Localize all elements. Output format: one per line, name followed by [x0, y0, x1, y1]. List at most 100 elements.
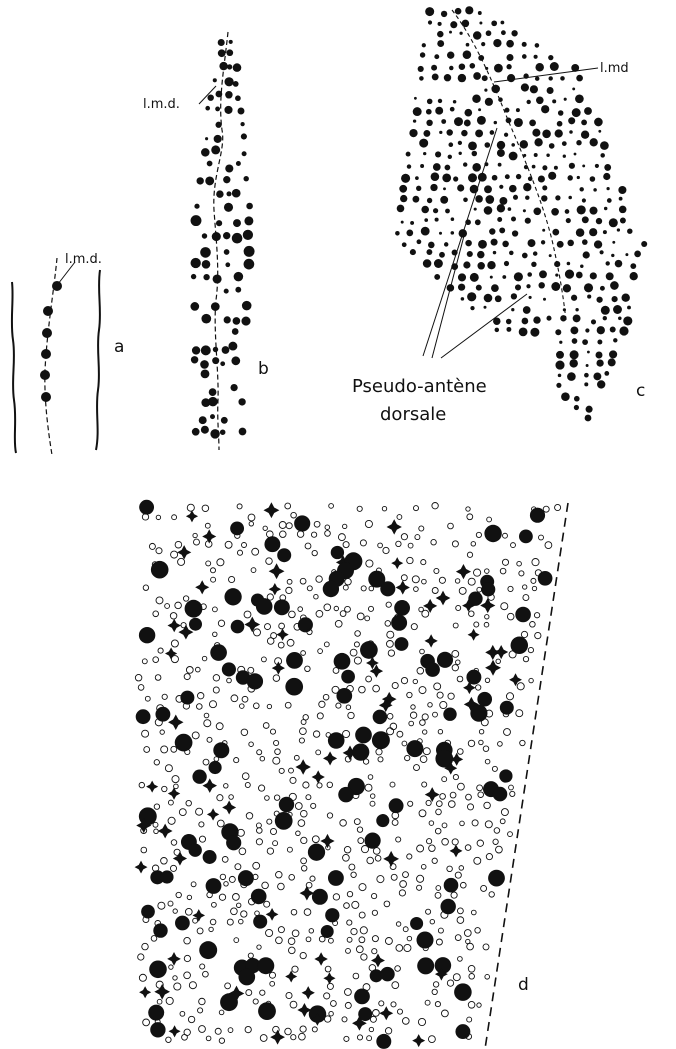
granule-dot — [215, 122, 221, 128]
small-open-pore — [205, 523, 210, 528]
granule-dot — [451, 231, 455, 235]
small-open-pore — [498, 742, 503, 747]
granule-dot — [509, 152, 518, 161]
small-open-pore — [531, 578, 536, 583]
large-granule — [328, 732, 345, 749]
small-open-pore — [419, 687, 426, 694]
small-open-pore — [212, 902, 217, 907]
granule-dot — [581, 131, 589, 139]
granule-dot — [200, 360, 209, 369]
small-open-pore — [334, 606, 338, 610]
granule-dot — [426, 120, 432, 126]
granule-dot — [484, 306, 487, 309]
small-open-pore — [193, 918, 198, 923]
small-open-pore — [273, 740, 278, 745]
granule-dot — [502, 241, 509, 248]
granule-dot — [539, 270, 547, 278]
granule-dot — [569, 130, 573, 134]
granule-dot — [238, 398, 245, 405]
granule-dot — [232, 328, 239, 335]
small-open-pore — [262, 882, 269, 889]
granule-dot — [604, 371, 609, 376]
granule-dot — [561, 392, 570, 401]
granule-dot — [427, 99, 433, 105]
granule-dot — [463, 50, 472, 59]
granule-dot — [211, 145, 220, 154]
small-open-pore — [354, 642, 359, 647]
granule-dot — [596, 352, 603, 359]
granule-dot — [190, 302, 199, 311]
small-open-pore — [486, 853, 492, 859]
small-open-pore — [253, 703, 259, 709]
large-granule — [149, 961, 167, 979]
granule-dot — [579, 187, 583, 191]
large-granule — [294, 515, 310, 531]
small-open-pore — [379, 1001, 384, 1006]
granule-dot — [499, 185, 503, 189]
granule-dot — [516, 108, 520, 112]
granule-dot — [484, 294, 493, 303]
granule-dot — [244, 259, 255, 270]
small-open-pore — [471, 542, 476, 547]
small-open-pore — [483, 746, 489, 752]
small-open-pore — [468, 965, 475, 972]
granule-dot — [582, 216, 589, 223]
granule-dot — [550, 62, 559, 71]
granule-dot — [619, 197, 623, 201]
granule-dot — [618, 317, 622, 321]
granule-dot — [593, 372, 601, 380]
small-open-pore — [327, 813, 332, 818]
small-open-pore — [200, 964, 205, 969]
granule-dot — [610, 281, 619, 290]
granule-dot — [426, 109, 432, 115]
granule-dot — [542, 165, 547, 170]
small-open-pore — [301, 651, 306, 656]
granule-dot — [603, 230, 607, 234]
granule-dot — [535, 63, 543, 71]
granule-dot — [485, 142, 491, 148]
small-open-pore — [500, 568, 506, 574]
small-open-pore — [219, 894, 225, 900]
small-open-pore — [455, 872, 461, 878]
small-open-pore — [555, 504, 561, 510]
small-open-pore — [457, 749, 463, 755]
granule-dot — [506, 40, 514, 48]
panel-a: l.m.d. a — [12, 252, 125, 455]
small-open-pore — [342, 1017, 347, 1022]
granule-dot — [435, 151, 441, 157]
small-open-pore — [467, 514, 473, 520]
small-open-pore — [187, 895, 191, 899]
granule-dot — [621, 293, 629, 301]
granule-dot — [641, 241, 647, 247]
small-open-pore — [299, 1033, 306, 1040]
granule-dot — [485, 195, 494, 204]
granule-dot — [506, 54, 513, 61]
star-shaped-granule — [276, 628, 288, 640]
small-open-pore — [244, 611, 251, 618]
granule-dot — [464, 109, 472, 117]
granule-dot — [567, 240, 574, 247]
granule-dot — [535, 76, 539, 80]
large-granule — [253, 915, 267, 929]
granule-dot — [587, 351, 590, 354]
granule-dot — [582, 198, 586, 202]
small-open-pore — [154, 804, 159, 809]
small-open-pore — [448, 801, 455, 808]
small-open-pore — [305, 543, 311, 549]
small-open-pore — [351, 872, 356, 877]
small-open-pore — [417, 845, 424, 852]
granule-dot — [525, 218, 531, 224]
granule-dot — [226, 49, 233, 56]
panel-d-dots — [135, 500, 561, 1049]
star-shaped-granule — [314, 952, 327, 965]
granule-dot — [497, 217, 502, 222]
small-open-pore — [453, 623, 458, 628]
small-open-pore — [476, 685, 481, 690]
small-open-pore — [523, 595, 529, 601]
small-open-pore — [340, 820, 347, 827]
small-open-pore — [475, 928, 481, 934]
granule-dot — [420, 164, 424, 168]
small-open-pore — [422, 579, 427, 584]
small-open-pore — [483, 944, 489, 950]
small-open-pore — [365, 616, 370, 621]
